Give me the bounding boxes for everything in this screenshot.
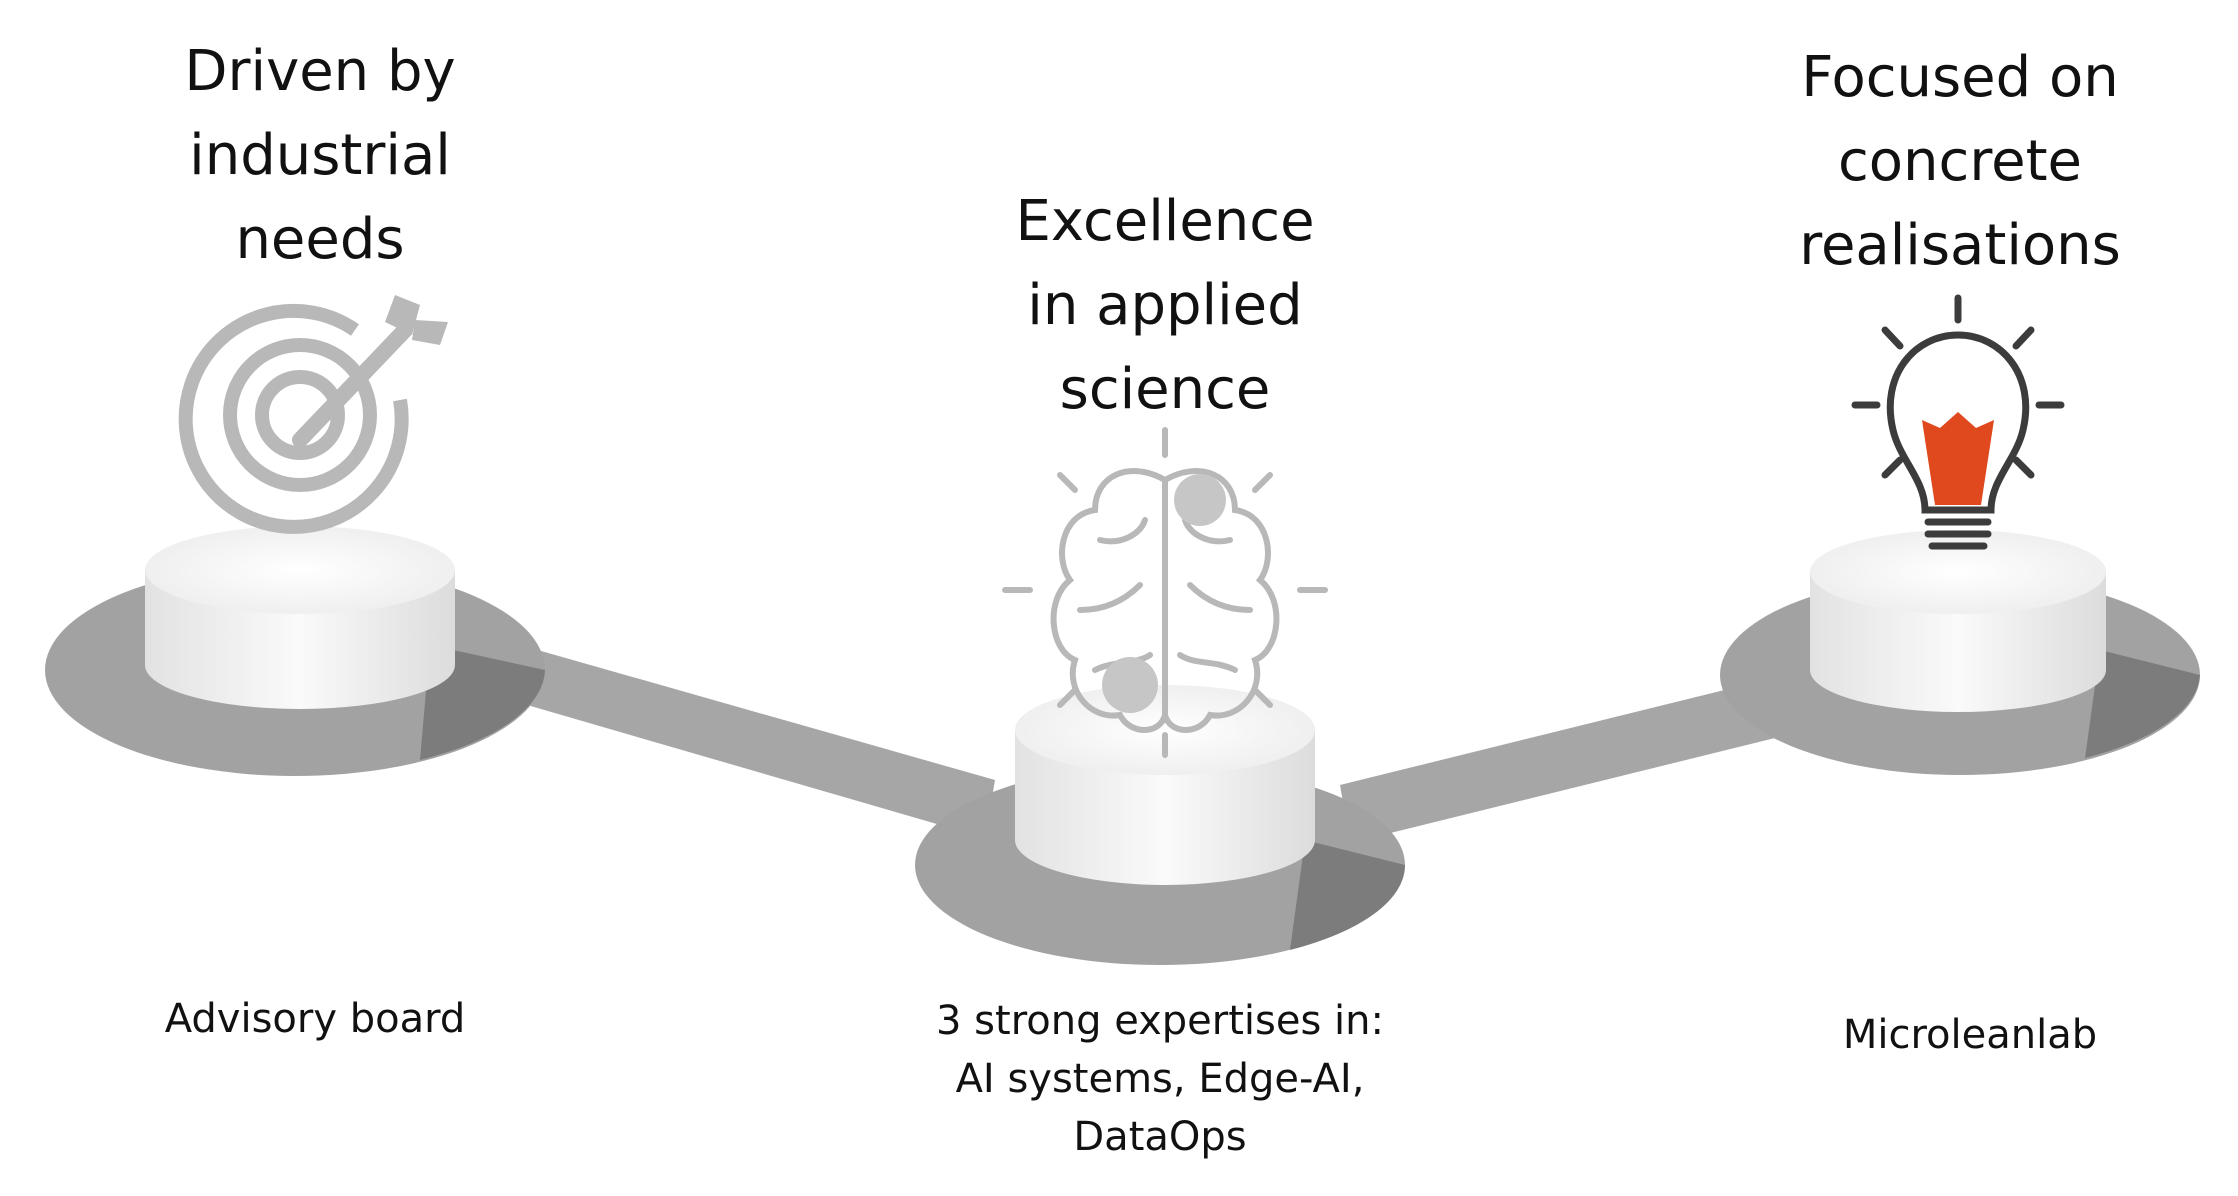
- step-1-caption: Advisory board: [110, 990, 520, 1048]
- step-2-headline: Excellence in applied science: [960, 180, 1370, 432]
- connector-segment-2: [1340, 680, 1775, 843]
- step-2-caption-line: DataOps: [1073, 1114, 1247, 1160]
- step-2-caption-line: AI systems, Edge-AI,: [955, 1056, 1365, 1102]
- pedestal-1-top: [145, 526, 455, 614]
- pedestal-3: [1720, 530, 2200, 775]
- step-1-headline-line: industrial: [189, 123, 451, 188]
- step-3-headline-line: Focused on: [1801, 45, 2119, 110]
- step-1-headline-line: needs: [235, 207, 405, 272]
- brain-icon: [1002, 427, 1328, 758]
- pedestal-2-shadow: [1290, 840, 1406, 950]
- step-1-caption-line: Advisory board: [164, 996, 466, 1042]
- target-arrow-icon: [178, 295, 448, 534]
- step-2-headline-line: Excellence: [1015, 189, 1315, 254]
- step-2-headline-line: in applied: [1027, 273, 1303, 338]
- pedestal-3-shadow: [2085, 650, 2200, 758]
- pedestal-1: [45, 526, 545, 776]
- step-3-headline-line: realisations: [1799, 213, 2121, 278]
- step-2-caption-line: 3 strong expertises in:: [936, 998, 1384, 1044]
- step-1-headline-line: Driven by: [184, 39, 456, 104]
- pedestal-3-top: [1810, 530, 2106, 614]
- step-3-caption: Microleanlab: [1760, 1006, 2180, 1064]
- step-2-caption: 3 strong expertises in: AI systems, Edge…: [900, 992, 1420, 1166]
- lightbulb-icon: [1851, 294, 2065, 550]
- step-2-headline-line: science: [1059, 357, 1271, 422]
- step-3-caption-line: Microleanlab: [1842, 1012, 2098, 1058]
- step-3-headline: Focused on concrete realisations: [1740, 36, 2180, 288]
- connector-segment-1: [510, 645, 995, 838]
- step-3-headline-line: concrete: [1838, 129, 2082, 194]
- step-1-headline: Driven by industrial needs: [120, 30, 520, 282]
- connector-path: [510, 645, 1775, 843]
